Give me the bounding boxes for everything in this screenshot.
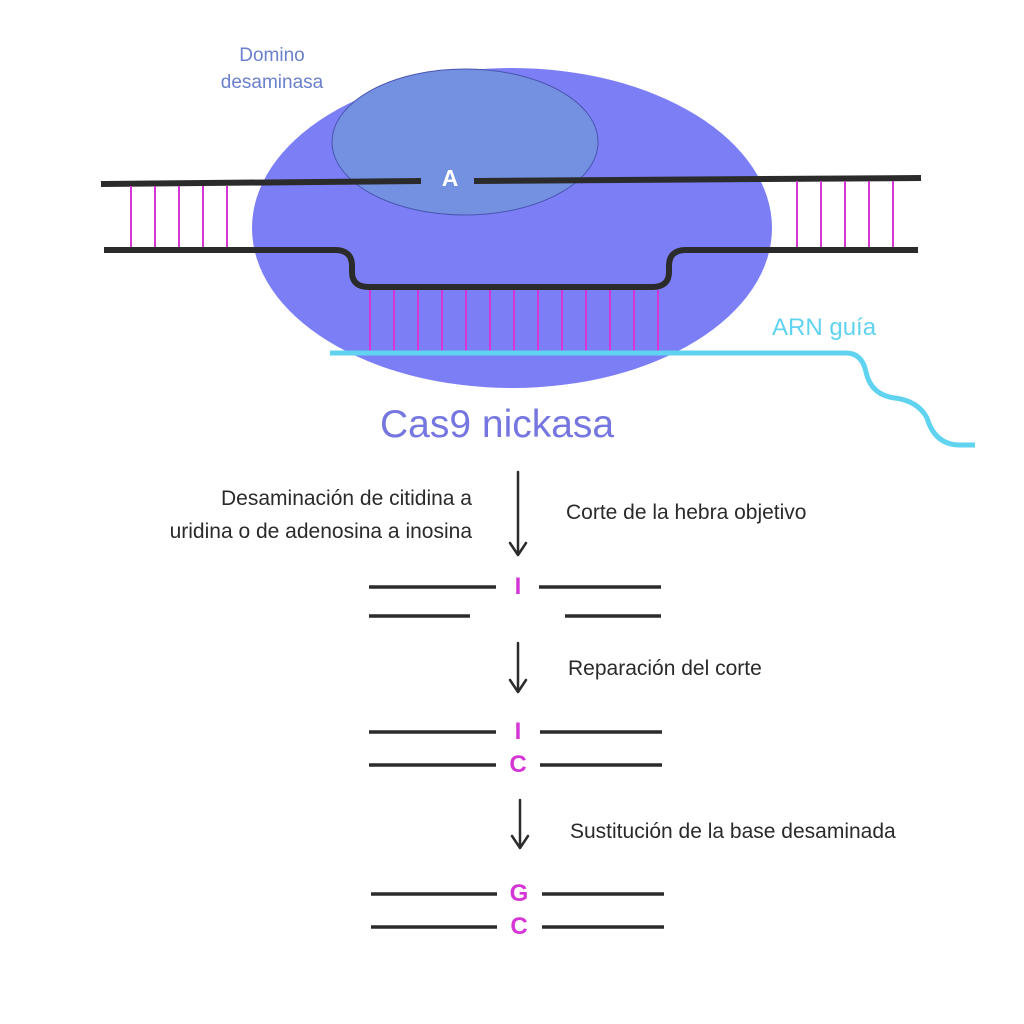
deaminase-label-line-2: desaminasa — [220, 72, 324, 93]
stage-3-top-base: G — [509, 880, 529, 907]
deamination-step-label: Desaminación de citidina a uridina o de … — [100, 482, 472, 548]
deaminase-domain — [331, 68, 599, 216]
cut-step-label: Corte de la hebra objetivo — [566, 501, 807, 524]
stage-1-dna — [369, 585, 661, 618]
dna-bottom-strand — [104, 247, 918, 290]
deaminase-domain-label: Domino desaminasa — [192, 42, 352, 96]
stage-2-bottom-base: C — [509, 751, 527, 778]
arrow-step-3 — [510, 798, 530, 850]
stage-3-bottom-base: C — [510, 913, 528, 940]
target-base-a: A — [441, 165, 459, 191]
arrow-step-2 — [508, 641, 528, 694]
dna-top-strand — [100, 174, 922, 188]
stage-3-dna — [371, 892, 664, 929]
guide-rna-label: ARN guía — [772, 314, 877, 341]
rna-dna-base-pairs — [369, 290, 659, 351]
substitution-step-label: Sustitución de la base desaminada — [570, 820, 896, 843]
deamination-line-2: uridina o de adenosina a inosina — [169, 520, 472, 543]
arrow-step-1 — [508, 470, 528, 557]
stage-2-top-base: I — [514, 718, 522, 745]
left-base-pairs — [130, 186, 228, 247]
stage-2-dna — [369, 730, 662, 767]
right-base-pairs — [796, 181, 894, 247]
guide-rna-strand — [330, 350, 975, 448]
deamination-line-1: Desaminación de citidina a — [221, 487, 472, 510]
deaminase-label-line-1: Domino — [239, 45, 305, 66]
stage-1-top-base: I — [514, 573, 522, 600]
repair-step-label: Reparación del corte — [568, 657, 762, 680]
cas9-nickase-label: Cas9 nickasa — [380, 403, 615, 446]
